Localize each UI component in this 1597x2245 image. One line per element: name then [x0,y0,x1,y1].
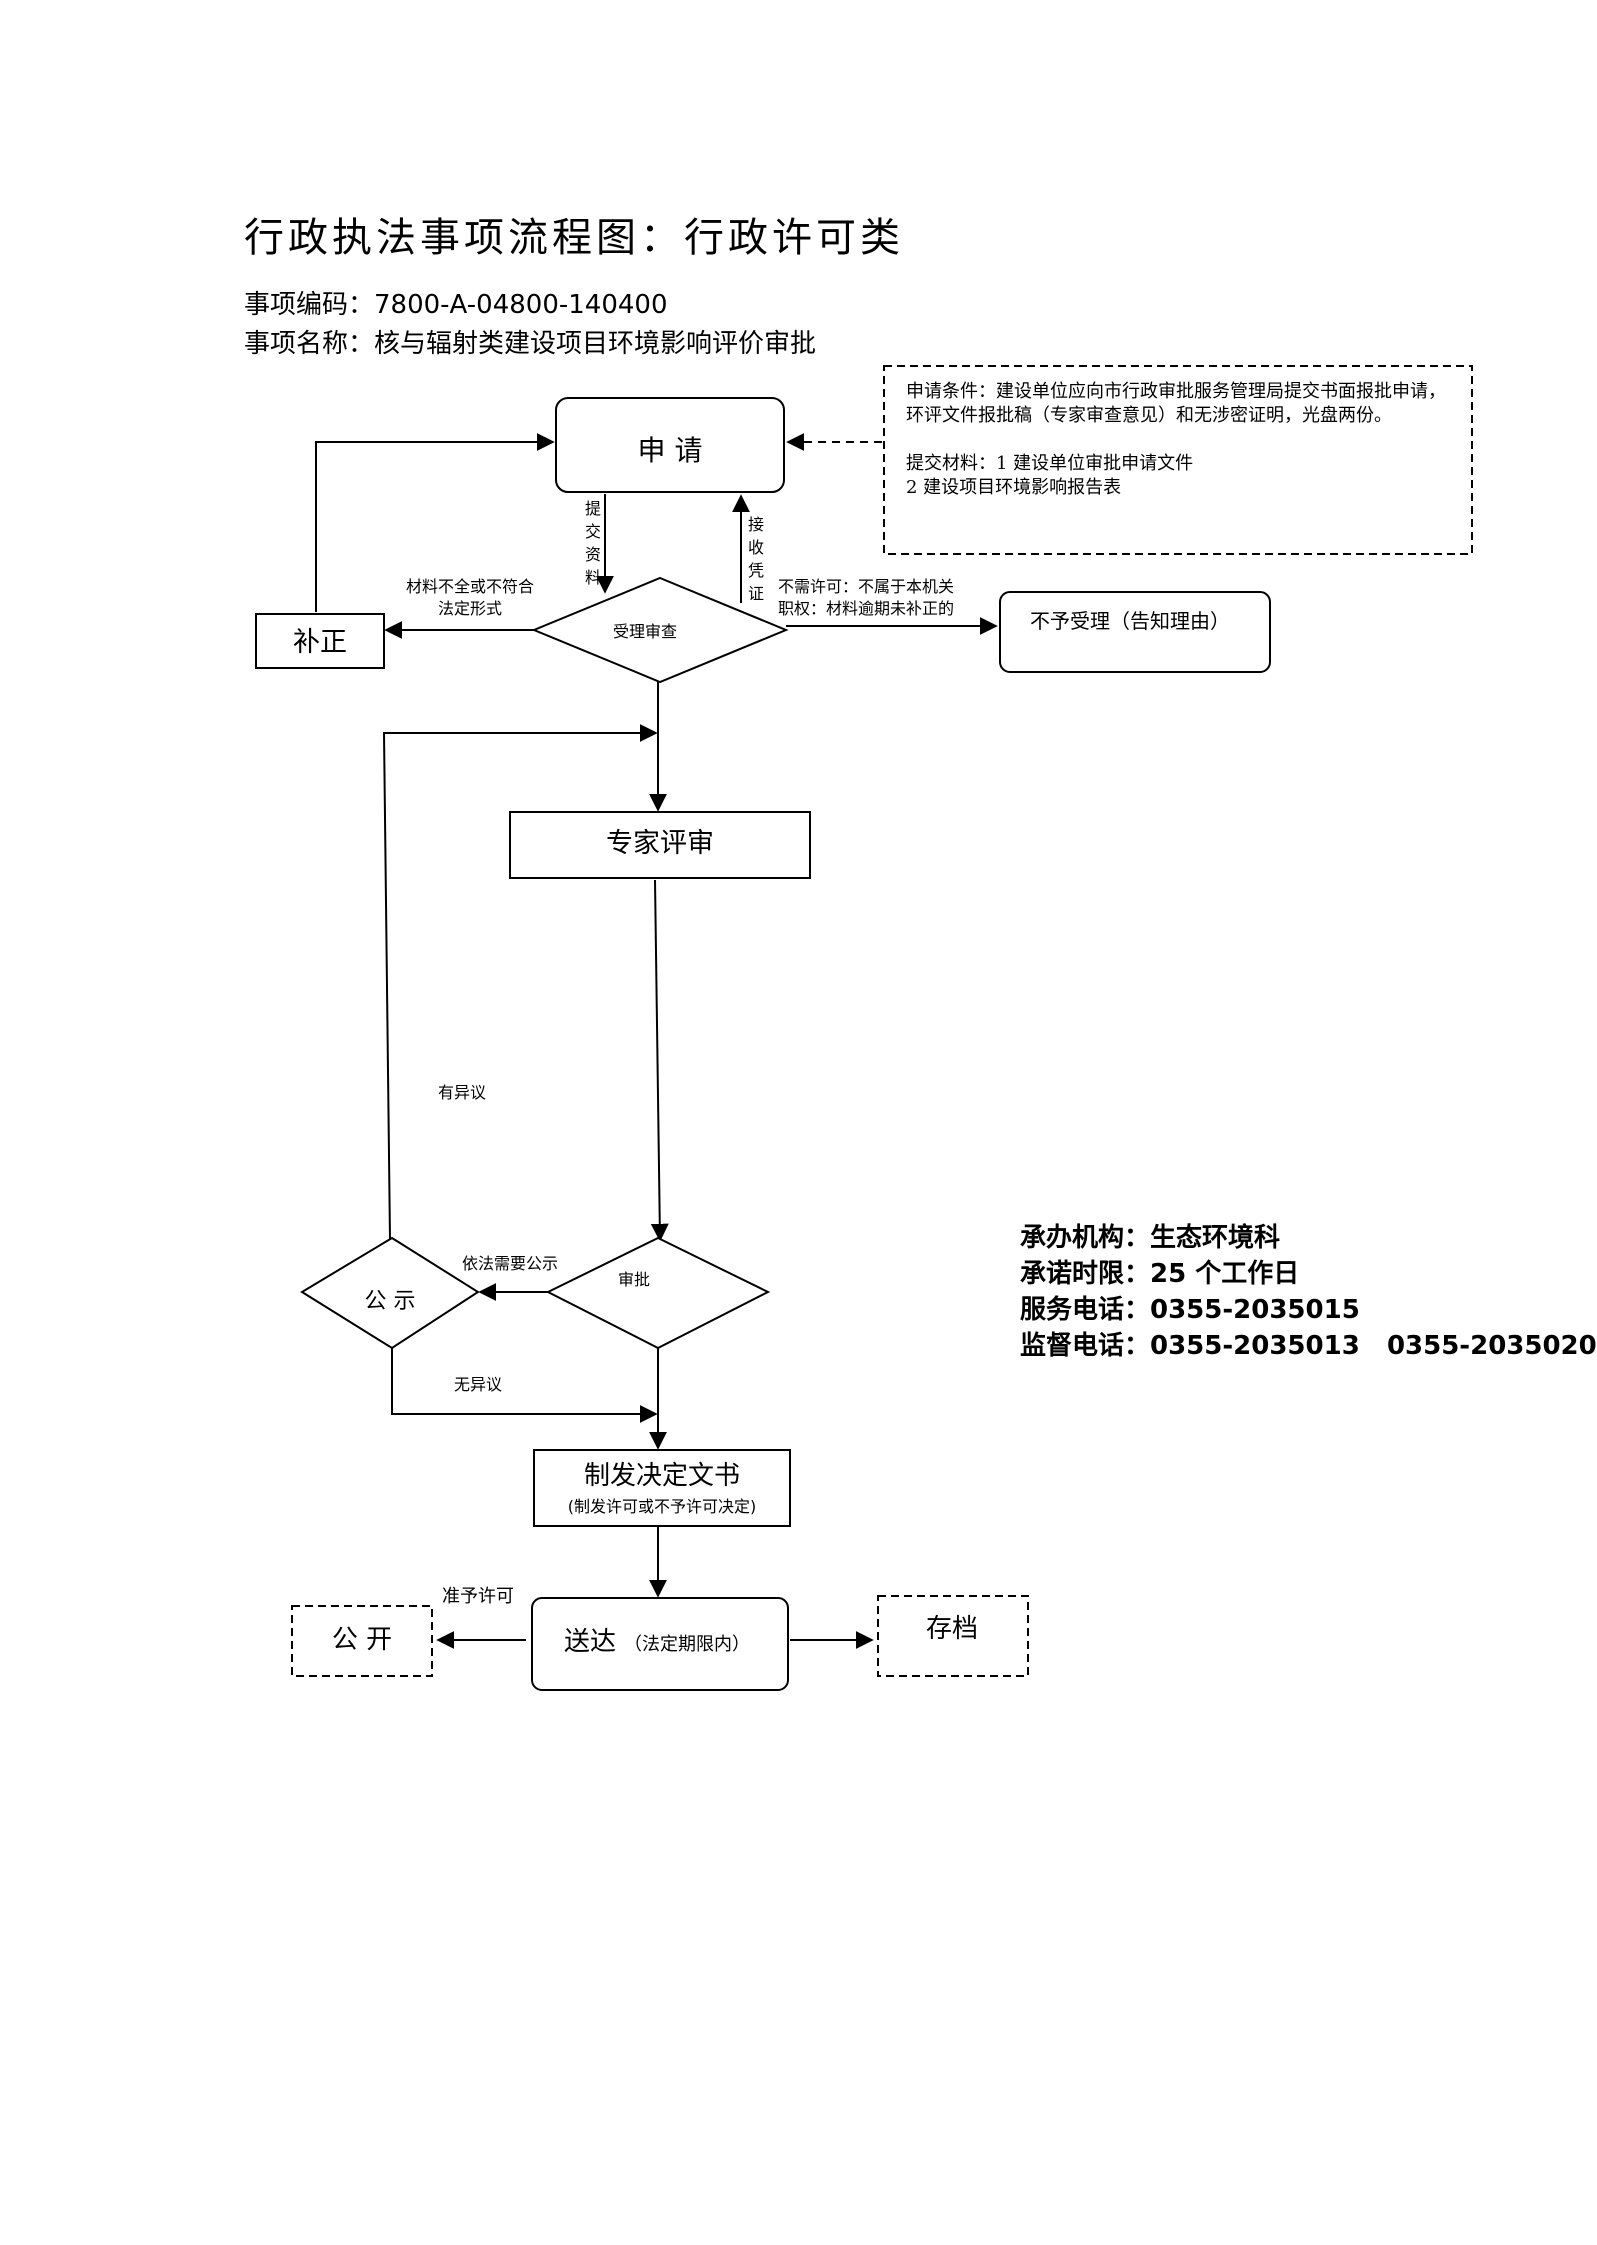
node-expert [509,811,811,879]
note-materials-item2: 2 建设项目环境影响报告表 [906,477,1122,498]
edge-submit-label-3: 资 [585,545,601,564]
edge-grant-label: 准予许可 [442,1586,514,1607]
edge-publicity-to-expert [382,724,658,1241]
node-publicity-label: 公 示 [365,1289,416,1314]
edge-receipt-label-3: 凭 [748,561,764,580]
contact-info: 承办机构：生态环境科 承诺时限：25 个工作日 服务电话：0355-203501… [1020,1220,1597,1364]
edge-receipt-label-4: 证 [748,584,764,603]
info-supervise-phone: 监督电话：0355-2035013 0355-2035020 [1020,1331,1597,1361]
edge-publicity-to-decision [391,1348,658,1423]
node-disclose-label: 公 开 [332,1625,392,1655]
node-correction-label: 补正 [293,627,347,658]
edge-correction-to-apply [315,433,555,612]
node-apply-label: 申 请 [638,434,703,467]
node-apply [555,397,785,493]
node-disclose [291,1605,433,1677]
node-review-label: 受理审查 [613,622,677,641]
edge-expert-to-approve [650,879,669,1242]
edge-receipt-label-2: 收 [748,538,764,557]
node-deliver [531,1597,789,1691]
node-review [531,576,789,684]
info-service-phone: 服务电话：0355-2035015 [1020,1295,1360,1325]
node-approve-label: 审批 [618,1270,650,1289]
node-approve [545,1236,771,1350]
node-reject-label: 不予受理（告知理由） [1030,609,1230,633]
node-expert-label: 专家评审 [606,828,714,859]
node-correction [255,613,385,669]
node-reject [999,591,1271,673]
page-title: 行政执法事项流程图：行政许可类 [244,215,904,261]
node-decision [533,1449,791,1527]
edge-notneeded-label-1: 不需许可：不属于本机关 [778,577,954,596]
node-deliver-sublabel: （法定期限内） [624,1634,750,1655]
edge-incomplete-label-2: 法定形式 [438,599,502,618]
edge-incomplete-label-1: 材料不全或不符合 [406,577,534,596]
edge-receipt-label-1: 接 [748,515,764,534]
node-archive-label: 存档 [926,1614,978,1644]
node-deliver-label: 送达 [564,1627,616,1657]
item-name: 事项名称：核与辐射类建设项目环境影响评价审批 [244,329,817,359]
edge-no-objection-label: 无异议 [454,1375,502,1394]
info-deadline: 承诺时限：25 个工作日 [1020,1259,1300,1289]
edge-submit-label-1: 提 [585,499,601,518]
node-archive [877,1595,1029,1677]
edge-submit-label-4: 料 [585,568,601,587]
edge-notneeded-label-2: 职权：材料逾期未补正的 [778,599,954,618]
item-code: 事项编码：7800-A-04800-140400 [244,290,668,320]
note-box-border [883,365,1473,555]
info-agency: 承办机构：生态环境科 [1020,1223,1281,1253]
application-note: 申请条件：建设单位应向市行政审批服务管理局提交书面报批申请，环评文件报批稿（专家… [890,370,1472,556]
note-conditions: 申请条件：建设单位应向市行政审批服务管理局提交书面报批申请，环评文件报批稿（专家… [906,381,1446,426]
node-decision-label: 制发决定文书 [584,1461,740,1491]
edge-needs-publicity-label: 依法需要公示 [462,1254,558,1273]
edge-submit-label-2: 交 [585,522,601,541]
edge-objection-label: 有异议 [438,1083,486,1102]
node-decision-sublabel: (制发许可或不予许可决定) [568,1497,757,1516]
note-materials-title: 提交材料：1 建设单位审批申请文件 [906,453,1194,474]
